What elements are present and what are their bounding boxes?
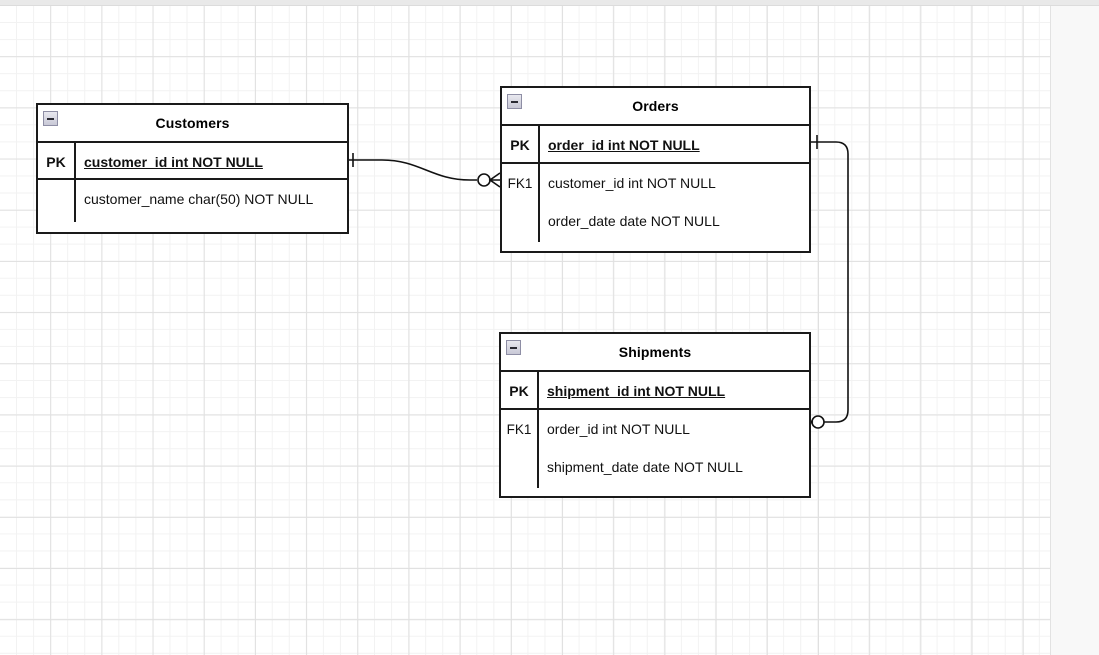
entity-header-orders: Orders — [502, 88, 809, 126]
entity-orders[interactable]: Orders PK order_id int NOT NULL FK1 cust… — [500, 86, 811, 253]
minus-glyph — [510, 346, 517, 349]
entity-attribute-section-orders: FK1 customer_id int NOT NULL order_date … — [502, 164, 809, 251]
canvas-outside-area — [1050, 6, 1099, 655]
attribute-name-label: customer_id int NOT NULL — [548, 175, 716, 191]
attribute-row[interactable]: PK shipment_id int NOT NULL — [501, 372, 809, 410]
entity-header-customers: Customers — [38, 105, 347, 143]
column-divider — [538, 164, 540, 242]
attribute-row[interactable]: PK customer_id int NOT NULL — [38, 143, 347, 180]
entity-title-shipments: Shipments — [618, 344, 692, 360]
attribute-name-label: order_date date NOT NULL — [548, 213, 720, 229]
attribute-row[interactable]: FK1 order_id int NOT NULL — [501, 410, 809, 448]
attribute-name-label: order_id int NOT NULL — [548, 137, 700, 153]
minus-glyph — [511, 100, 518, 103]
minus-box-icon[interactable] — [507, 94, 522, 109]
attribute-row[interactable]: customer_name char(50) NOT NULL — [38, 180, 347, 218]
cardinality-zero-circle-shipments — [811, 415, 825, 429]
attribute-key-label: PK — [509, 383, 529, 399]
attribute-name-label: order_id int NOT NULL — [547, 421, 690, 437]
entity-attribute-section-shipments: FK1 order_id int NOT NULL shipment_date … — [501, 410, 809, 496]
top-ruler-strip — [0, 0, 1099, 6]
minus-glyph — [47, 117, 54, 120]
entity-key-section-customers: PK customer_id int NOT NULL — [38, 143, 347, 180]
entity-key-section-orders: PK order_id int NOT NULL — [502, 126, 809, 164]
attribute-name-label: customer_id int NOT NULL — [84, 153, 263, 170]
attribute-key-label: PK — [510, 137, 530, 153]
cardinality-zero-circle-orders — [477, 173, 491, 187]
entity-attribute-section-customers: customer_name char(50) NOT NULL — [38, 180, 347, 230]
column-divider — [74, 143, 76, 180]
attribute-row[interactable]: order_date date NOT NULL — [502, 202, 809, 240]
attribute-row[interactable]: FK1 customer_id int NOT NULL — [502, 164, 809, 202]
entity-key-section-shipments: PK shipment_id int NOT NULL — [501, 372, 809, 410]
attribute-key-label: FK1 — [507, 175, 533, 191]
attribute-name-label: shipment_id int NOT NULL — [547, 383, 726, 399]
column-divider — [537, 410, 539, 488]
cardinality-many-crowsfoot-orders — [488, 172, 501, 188]
relationship-customers-orders — [349, 153, 501, 188]
entity-title-orders: Orders — [632, 98, 679, 114]
attribute-row[interactable]: shipment_date date NOT NULL — [501, 448, 809, 486]
relationship-line-orders-shipments — [811, 141, 849, 423]
column-divider — [537, 372, 539, 410]
column-divider — [538, 126, 540, 164]
relationship-line-customers-orders — [349, 159, 477, 181]
minus-box-icon[interactable] — [506, 340, 521, 355]
attribute-row[interactable]: PK order_id int NOT NULL — [502, 126, 809, 164]
entity-header-shipments: Shipments — [501, 334, 809, 372]
attribute-name-label: shipment_date date NOT NULL — [547, 459, 743, 475]
attribute-key-label: FK1 — [506, 421, 532, 437]
attribute-name-label: customer_name char(50) NOT NULL — [84, 191, 314, 207]
attribute-key-label: PK — [46, 153, 66, 170]
entity-shipments[interactable]: Shipments PK shipment_id int NOT NULL FK… — [499, 332, 811, 498]
minus-box-icon[interactable] — [43, 111, 58, 126]
column-divider — [74, 180, 76, 222]
entity-title-customers: Customers — [155, 115, 230, 131]
entity-customers[interactable]: Customers PK customer_id int NOT NULL cu… — [36, 103, 349, 234]
diagram-canvas[interactable]: Customers PK customer_id int NOT NULL cu… — [0, 6, 1050, 655]
